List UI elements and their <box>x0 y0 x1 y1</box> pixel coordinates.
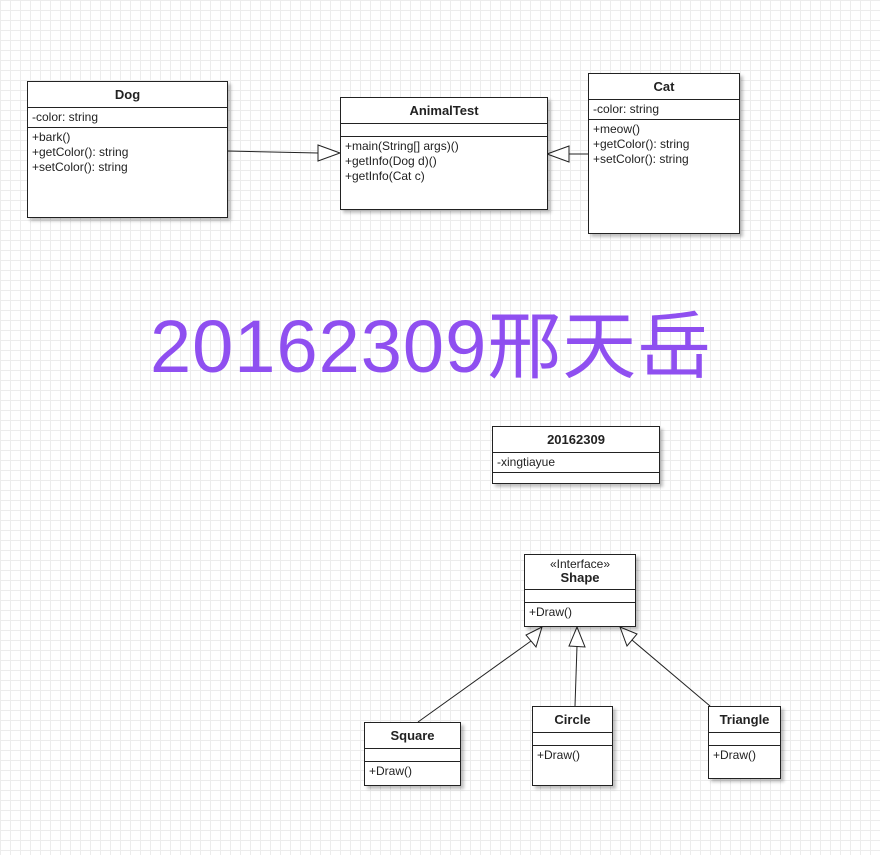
class-name: 20162309 <box>493 427 659 453</box>
method: +Draw() <box>529 605 573 619</box>
class-name: Square <box>365 723 460 749</box>
class-circle[interactable]: Circle +Draw() <box>532 706 613 786</box>
methods-section: +Draw() <box>365 762 460 781</box>
method: +getInfo(Dog d)() <box>345 154 437 168</box>
method: +Draw() <box>537 748 581 762</box>
circle-to-shape-edge[interactable] <box>574 645 578 707</box>
class-name: Shape <box>560 570 600 585</box>
student-watermark: 20162309邢天岳 <box>150 305 713 388</box>
method: +getColor(): string <box>593 137 690 151</box>
class-name: AnimalTest <box>341 98 547 124</box>
square-to-shape-edge[interactable] <box>417 640 532 723</box>
class-name: Cat <box>589 74 739 100</box>
attribute: -color: string <box>32 110 99 124</box>
class-name: Dog <box>28 82 227 108</box>
triangle-to-shape-arrowhead <box>619 626 638 647</box>
interface-shape[interactable]: «Interface» Shape +Draw() <box>524 554 636 627</box>
method: +setColor(): string <box>593 152 689 166</box>
method: +setColor(): string <box>32 160 128 174</box>
method: +Draw() <box>369 764 413 778</box>
attributes-section: -color: string <box>28 108 227 128</box>
attribute: -xingtiayue <box>497 455 556 469</box>
method: +Draw() <box>713 748 757 762</box>
attribute: -color: string <box>593 102 660 116</box>
attributes-section <box>709 733 780 746</box>
class-square[interactable]: Square +Draw() <box>364 722 461 786</box>
class-animaltest[interactable]: AnimalTest +main(String[] args)() +getIn… <box>340 97 548 210</box>
methods-section <box>493 473 659 485</box>
methods-section: +Draw() <box>525 603 635 622</box>
square-to-shape-arrowhead <box>525 626 543 649</box>
method: +main(String[] args)() <box>345 139 459 153</box>
cat-to-animaltest-arrowhead <box>545 145 570 163</box>
triangle-to-shape-edge[interactable] <box>631 639 711 707</box>
method: +bark() <box>32 130 71 144</box>
method: +meow() <box>593 122 641 136</box>
class-dog[interactable]: Dog -color: string +bark() +getColor(): … <box>27 81 228 218</box>
methods-section: +main(String[] args)() +getInfo(Dog d)()… <box>341 137 547 186</box>
method: +getColor(): string <box>32 145 129 159</box>
attributes-section: -xingtiayue <box>493 453 659 473</box>
stereotype-label: «Interface» <box>549 557 611 571</box>
circle-to-shape-arrowhead <box>568 625 586 648</box>
interface-header: «Interface» Shape <box>525 555 635 590</box>
class-triangle[interactable]: Triangle +Draw() <box>708 706 781 779</box>
attributes-section <box>341 124 547 137</box>
class-20162309[interactable]: 20162309 -xingtiayue <box>492 426 660 484</box>
dog-to-animaltest-arrowhead <box>317 144 342 162</box>
class-name: Triangle <box>709 707 780 733</box>
attributes-section <box>533 733 612 746</box>
dog-to-animaltest-edge[interactable] <box>226 150 319 154</box>
class-name: Circle <box>533 707 612 733</box>
attributes-section <box>365 749 460 762</box>
method: +getInfo(Cat c) <box>345 169 425 183</box>
attributes-section: -color: string <box>589 100 739 120</box>
methods-section: +Draw() <box>533 746 612 765</box>
methods-section: +bark() +getColor(): string +setColor():… <box>28 128 227 177</box>
methods-section: +meow() +getColor(): string +setColor():… <box>589 120 739 169</box>
class-cat[interactable]: Cat -color: string +meow() +getColor(): … <box>588 73 740 234</box>
methods-section: +Draw() <box>709 746 780 765</box>
attributes-section <box>525 590 635 603</box>
